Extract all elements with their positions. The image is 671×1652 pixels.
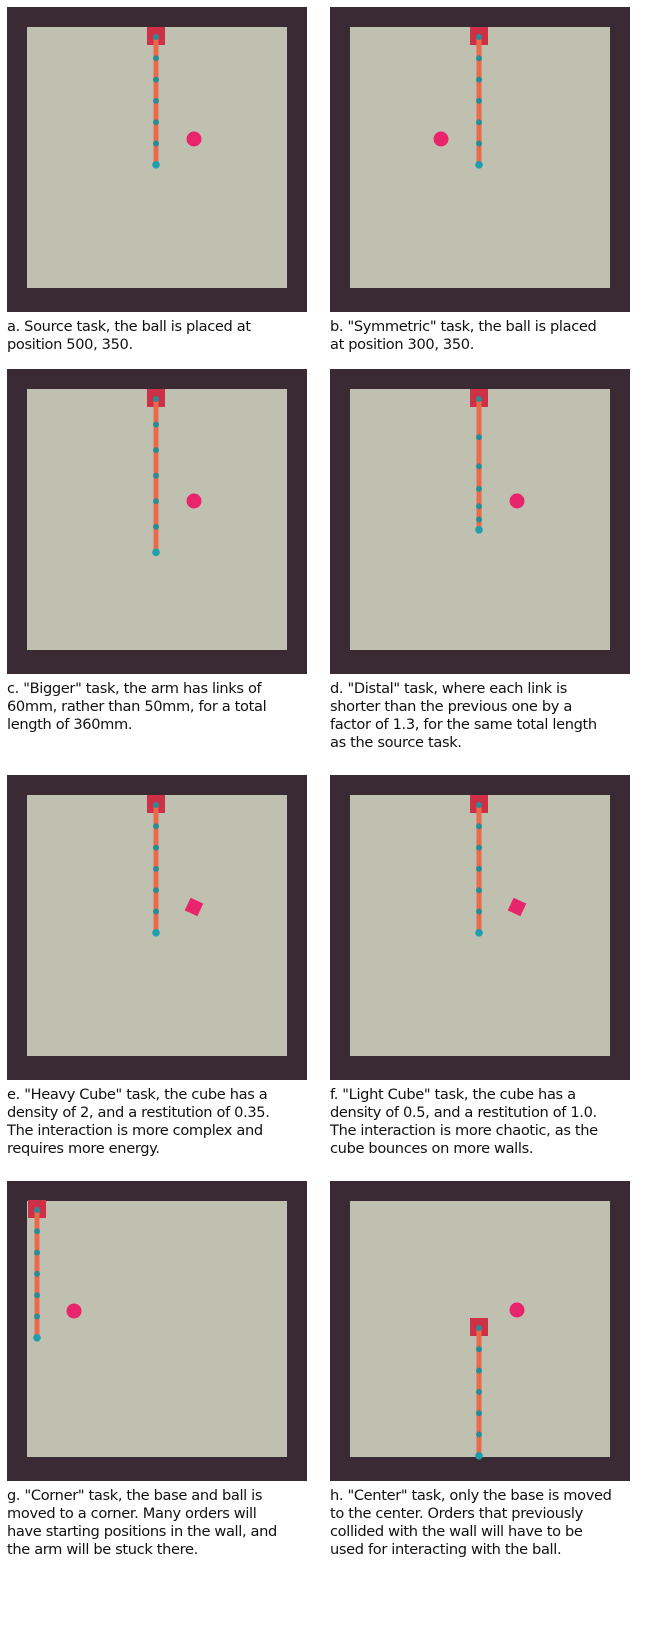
arm-joint	[476, 396, 482, 402]
ball-object	[187, 132, 202, 147]
arena-b	[330, 7, 630, 312]
arm-joint	[476, 77, 482, 83]
arm-joint	[476, 1368, 482, 1374]
ball-object	[434, 132, 449, 147]
arm-joint	[476, 1346, 482, 1352]
arm-joint	[153, 866, 159, 872]
arm-tip	[152, 161, 160, 169]
arena-floor	[27, 1201, 287, 1457]
arm-joint	[476, 802, 482, 808]
caption-f: f. "Light Cube" task, the cube has a den…	[330, 1086, 650, 1158]
arm-joint	[476, 503, 482, 509]
arm-joint	[153, 34, 159, 40]
caption-g: g. "Corner" task, the base and ball is m…	[7, 1487, 327, 1559]
arm-joint	[476, 1389, 482, 1395]
arm-joint	[34, 1250, 40, 1256]
arena-h	[330, 1181, 630, 1481]
arm-joint	[476, 434, 482, 440]
arm-joint	[153, 447, 159, 453]
arm-joint	[34, 1292, 40, 1298]
arena-a	[7, 7, 307, 312]
arm-joint	[476, 486, 482, 492]
arm-joint	[476, 909, 482, 915]
arm-joint	[153, 98, 159, 104]
arm-joint	[153, 141, 159, 147]
arm-joint	[476, 55, 482, 61]
arm-tip	[475, 526, 483, 534]
arm-joint	[153, 396, 159, 402]
arena-c	[7, 369, 307, 674]
arm-joint	[476, 823, 482, 829]
arm-joint	[476, 34, 482, 40]
arm-joint	[476, 463, 482, 469]
arm-tip	[475, 929, 483, 937]
caption-a: a. Source task, the ball is placed at po…	[7, 318, 327, 354]
arm-joint	[153, 909, 159, 915]
arm-tip	[475, 1452, 483, 1460]
arm-joint	[153, 55, 159, 61]
arm-joint	[34, 1271, 40, 1277]
ball-object	[510, 494, 525, 509]
arm-joint	[476, 141, 482, 147]
arm-tip	[152, 549, 160, 557]
arm-joint	[476, 887, 482, 893]
caption-e: e. "Heavy Cube" task, the cube has a den…	[7, 1086, 327, 1158]
ball-object	[187, 494, 202, 509]
arena-g	[7, 1181, 307, 1481]
arm-joint	[476, 1410, 482, 1416]
arm-joint	[476, 98, 482, 104]
arm-tip	[475, 161, 483, 169]
arm-joint	[153, 524, 159, 530]
arm-joint	[34, 1228, 40, 1234]
ball-object	[510, 1303, 525, 1318]
caption-h: h. "Center" task, only the base is moved…	[330, 1487, 650, 1559]
arm-joint	[476, 119, 482, 125]
arm-joint	[153, 887, 159, 893]
ball-object	[67, 1304, 82, 1319]
arm-joint	[153, 802, 159, 808]
arm-joint	[476, 845, 482, 851]
arm-joint	[153, 119, 159, 125]
arm-tip	[33, 1334, 41, 1342]
arena-d	[330, 369, 630, 674]
arm-joint	[34, 1314, 40, 1320]
caption-c: c. "Bigger" task, the arm has links of 6…	[7, 680, 327, 734]
arm-joint	[153, 498, 159, 504]
arm-joint	[476, 517, 482, 523]
caption-b: b. "Symmetric" task, the ball is placed …	[330, 318, 650, 354]
arena-e	[7, 775, 307, 1080]
caption-d: d. "Distal" task, where each link is sho…	[330, 680, 650, 752]
arm-joint	[153, 473, 159, 479]
arm-joint	[476, 866, 482, 872]
arm-joint	[476, 1432, 482, 1438]
arena-f	[330, 775, 630, 1080]
arm-joint	[153, 422, 159, 428]
arm-joint	[34, 1207, 40, 1213]
arm-joint	[476, 1325, 482, 1331]
arm-joint	[153, 823, 159, 829]
arm-joint	[153, 77, 159, 83]
arm-tip	[152, 929, 160, 937]
arm-joint	[153, 845, 159, 851]
